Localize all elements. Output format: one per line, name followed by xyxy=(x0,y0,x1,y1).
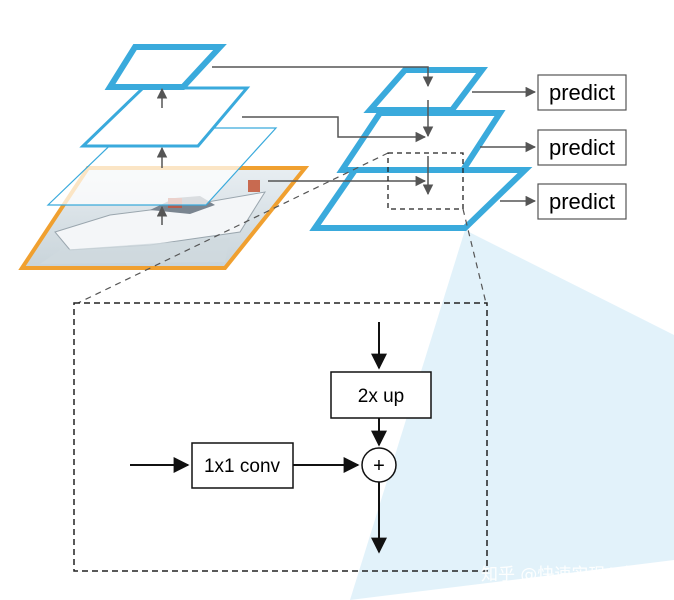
predict-label-middle: predict xyxy=(549,135,615,160)
feature-map-left-2 xyxy=(79,86,251,148)
lateral-connection-1 xyxy=(212,66,434,88)
predict-box-middle: predict xyxy=(537,129,627,166)
predict-box-top: predict xyxy=(537,74,627,111)
feature-map-right-1 xyxy=(363,67,488,113)
zoom-selection-box xyxy=(387,152,464,210)
predict-label-top: predict xyxy=(549,80,615,105)
zoom-guide-left xyxy=(77,152,389,304)
upsample-box: 2x up xyxy=(330,371,432,419)
upsample-label: 2x up xyxy=(358,386,404,407)
predict-box-bottom: predict xyxy=(537,183,627,220)
feature-map-left-1 xyxy=(104,44,227,90)
zoom-projection-region xyxy=(350,230,674,600)
feature-map-right-3 xyxy=(309,167,533,231)
feature-map-right-2 xyxy=(336,110,506,173)
add-node-symbol: + xyxy=(373,455,385,477)
conv-box: 1x1 conv xyxy=(191,442,294,489)
lateral-connection-2 xyxy=(242,116,427,143)
add-node: + xyxy=(361,447,397,483)
conv-label: 1x1 conv xyxy=(204,456,281,477)
zoom-guide-right xyxy=(462,208,487,304)
predict-label-bottom: predict xyxy=(549,189,615,214)
watermark-text: 知乎 @快速实现AI想法 xyxy=(481,565,656,585)
